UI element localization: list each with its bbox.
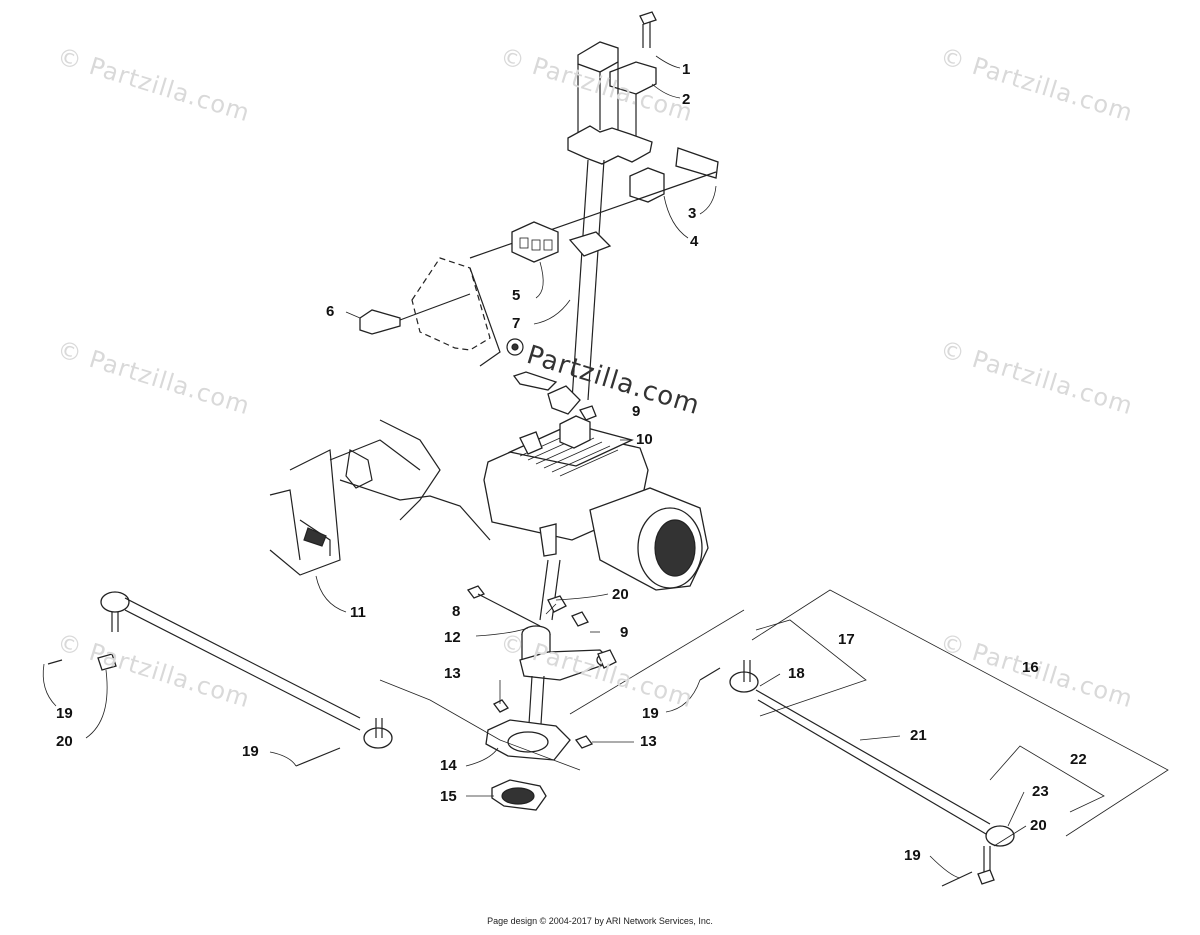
right-tie-rod xyxy=(699,660,1015,887)
page-footer: Page design © 2004-2017 by ARI Network S… xyxy=(487,916,713,926)
left-tie-rod xyxy=(47,591,393,767)
frame-section xyxy=(269,419,491,576)
callout-3[interactable]: 3 xyxy=(688,205,697,222)
callout-13-upper[interactable]: 13 xyxy=(444,665,461,682)
callout-20-right[interactable]: 20 xyxy=(1030,817,1047,834)
bearing-housing xyxy=(485,699,594,811)
upper-clamp-assembly xyxy=(567,11,657,165)
group-brackets xyxy=(379,589,1169,837)
callout-17[interactable]: 17 xyxy=(838,631,855,648)
callout-22[interactable]: 22 xyxy=(1070,751,1087,768)
power-steering-unit xyxy=(483,415,709,591)
callout-18[interactable]: 18 xyxy=(788,665,805,682)
callout-21[interactable]: 21 xyxy=(910,727,927,744)
callout-20-center[interactable]: 20 xyxy=(612,586,629,603)
pitman-arm xyxy=(466,559,617,741)
callout-13-lower[interactable]: 13 xyxy=(640,733,657,750)
callout-10[interactable]: 10 xyxy=(636,431,653,448)
callout-5[interactable]: 5 xyxy=(512,287,521,304)
callout-11[interactable]: 11 xyxy=(350,604,366,621)
callout-20-left[interactable]: 20 xyxy=(56,733,73,750)
callout-9-upper[interactable]: 9 xyxy=(632,403,641,420)
callout-19-right[interactable]: 19 xyxy=(904,847,921,864)
callout-12[interactable]: 12 xyxy=(444,629,461,646)
steering-shaft xyxy=(568,159,612,401)
callout-19-center[interactable]: 19 xyxy=(642,705,659,722)
callout-19-leftrod[interactable]: 19 xyxy=(242,743,259,760)
mount-bracket xyxy=(359,147,719,367)
callout-19-left[interactable]: 19 xyxy=(56,705,73,722)
callout-1[interactable]: 1 xyxy=(682,61,691,78)
callout-4[interactable]: 4 xyxy=(690,233,699,250)
callout-14[interactable]: 14 xyxy=(440,757,457,774)
callout-16[interactable]: 16 xyxy=(1022,659,1039,676)
callout-15[interactable]: 15 xyxy=(440,788,457,805)
callout-9-lower[interactable]: 9 xyxy=(620,624,629,641)
callout-6[interactable]: 6 xyxy=(326,303,335,320)
callout-2[interactable]: 2 xyxy=(682,91,691,108)
shaft-washer xyxy=(506,338,597,421)
callout-7[interactable]: 7 xyxy=(512,315,521,332)
callout-8[interactable]: 8 xyxy=(452,603,461,620)
leader-lines xyxy=(42,55,1027,879)
callout-23[interactable]: 23 xyxy=(1032,783,1049,800)
